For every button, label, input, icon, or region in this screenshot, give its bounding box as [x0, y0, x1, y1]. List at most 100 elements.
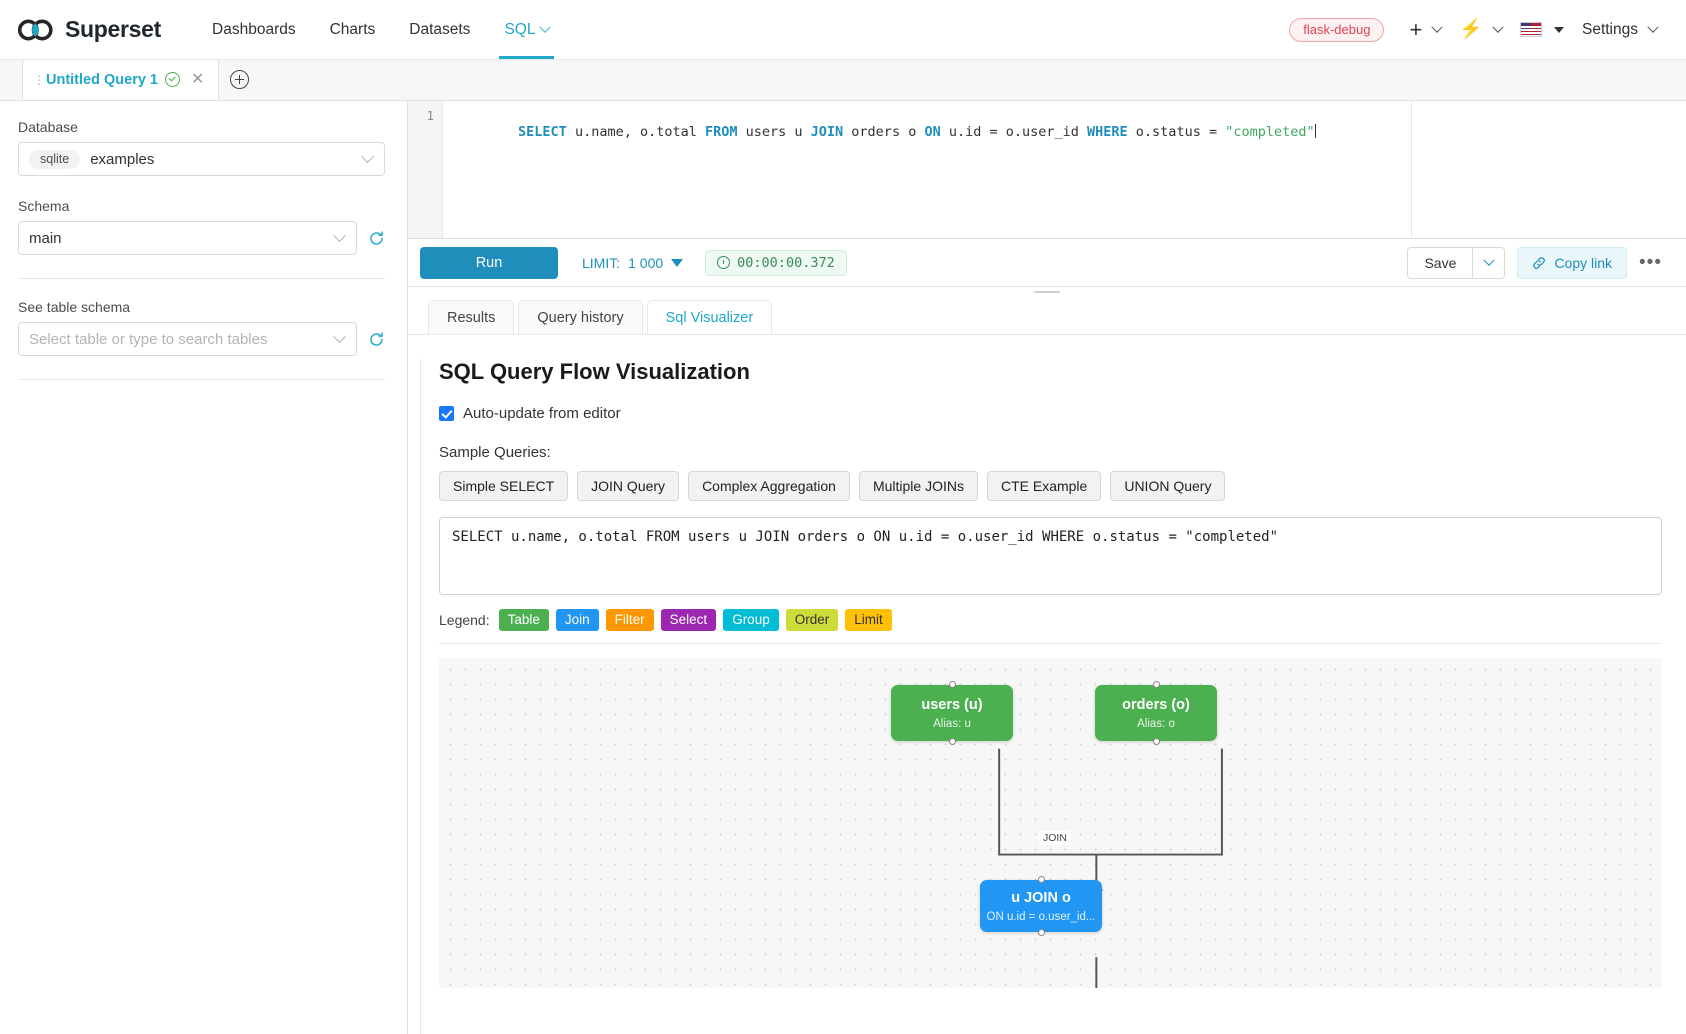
lightning-bolt-icon: ⚡ [1459, 18, 1483, 40]
settings-menu[interactable]: Settings [1575, 15, 1664, 45]
result-tabs: Results Query history Sql Visualizer [408, 296, 1686, 334]
database-select[interactable]: sqlite examples [18, 142, 385, 176]
node-handle-bottom[interactable] [1152, 738, 1160, 745]
nav-label: SQL [504, 20, 536, 38]
code-token: ON [924, 124, 941, 140]
check-circle-icon [165, 72, 180, 87]
query-tab-untitled-query-1[interactable]: ⋮ Untitled Query 1 ✕ [22, 59, 220, 100]
close-icon[interactable]: ✕ [191, 70, 205, 88]
legend-chip-limit: Limit [845, 609, 892, 631]
body-split: Database sqlite examples Schema main See… [0, 101, 1686, 1034]
run-button[interactable]: Run [420, 246, 558, 279]
schema-select[interactable]: main [18, 221, 357, 255]
code-token: users u [737, 124, 811, 140]
superset-brand[interactable]: Superset [18, 0, 195, 59]
limit-value: 1 000 [628, 254, 664, 271]
flow-node-title: u JOIN o [1011, 889, 1071, 906]
ellipsis-icon[interactable]: ••• [1639, 251, 1662, 273]
triangle-down-icon [671, 258, 684, 267]
legend-divider [439, 643, 1662, 644]
right-pane: 1 SELECT u.name, o.total FROM users u JO… [408, 101, 1686, 1034]
legend-chip-join: Join [555, 609, 599, 631]
sample-query-button-2[interactable]: Complex Aggregation [688, 471, 850, 501]
limit-dropdown[interactable]: LIMIT: 1 000 [582, 254, 684, 271]
navbar-right: flask-debug + ⚡ Settings [1289, 0, 1664, 59]
refresh-icon[interactable] [368, 331, 385, 348]
us-flag-icon [1519, 22, 1542, 37]
code-token: JOIN [810, 124, 844, 140]
settings-label: Settings [1581, 20, 1638, 38]
link-icon [1533, 256, 1546, 269]
table-schema-label: See table schema [18, 299, 131, 315]
node-handle-top[interactable] [948, 681, 956, 688]
nav-link-datasets[interactable]: Datasets [392, 0, 487, 59]
sql-input-textarea[interactable] [439, 517, 1662, 595]
legend-chip-order: Order [785, 609, 839, 631]
sql-editor[interactable]: 1 SELECT u.name, o.total FROM users u JO… [408, 101, 1686, 239]
text-cursor [1314, 124, 1316, 138]
query-timer: 00:00:00.372 [705, 249, 847, 276]
refresh-icon[interactable] [368, 230, 385, 247]
sample-query-button-1[interactable]: JOIN Query [577, 471, 680, 501]
visualizer-content: SQL Query Flow Visualization Auto-update… [439, 359, 1662, 1034]
save-dropdown-button[interactable] [1473, 246, 1506, 279]
query-tab-strip: ⋮ Untitled Query 1 ✕ [0, 59, 1686, 101]
timer-value: 00:00:00.372 [737, 254, 835, 271]
table-select[interactable]: Select table or type to search tables [18, 322, 357, 356]
chevron-down-icon [1431, 21, 1443, 33]
code-token: u.name, o.total [566, 124, 705, 140]
panel-left-rule [420, 359, 421, 1034]
schema-value: main [29, 229, 62, 247]
top-navbar: Superset Dashboards Charts Datasets SQL … [0, 0, 1686, 60]
editor-toolbar: Run LIMIT: 1 000 00:00:00.372 Save [408, 239, 1686, 287]
flow-edges [998, 748, 1223, 988]
node-handle-bottom[interactable] [1037, 929, 1045, 936]
language-picker[interactable] [1513, 16, 1571, 43]
limit-label: LIMIT: [582, 254, 621, 271]
nav-link-sql[interactable]: SQL [487, 0, 566, 59]
node-handle-top[interactable] [1037, 876, 1045, 883]
sample-query-button-5[interactable]: UNION Query [1110, 471, 1226, 501]
bolt-menu-button[interactable]: ⚡ [1452, 16, 1509, 44]
tab-label: Query history [537, 309, 624, 326]
sample-query-buttons: Simple SELECT JOIN Query Complex Aggregati… [439, 471, 1662, 501]
node-handle-top[interactable] [1152, 681, 1160, 688]
auto-update-label: Auto-update from editor [463, 405, 621, 422]
chevron-down-icon [539, 21, 552, 33]
tab-results[interactable]: Results [428, 300, 515, 334]
legend-chip-group: Group [723, 609, 779, 631]
sample-query-button-3[interactable]: Multiple JOINs [858, 471, 978, 501]
auto-update-row[interactable]: Auto-update from editor [439, 405, 1662, 422]
copy-link-button[interactable]: Copy link [1517, 246, 1628, 279]
query-flow-canvas[interactable]: users (u)Alias: u orders (o)Alias: o u JOI… [439, 658, 1662, 988]
nav-link-charts[interactable]: Charts [313, 0, 393, 59]
add-query-tab-button[interactable] [219, 59, 259, 100]
debug-badge: flask-debug [1289, 17, 1385, 42]
auto-update-checkbox[interactable] [439, 406, 454, 421]
save-button[interactable]: Save [1407, 246, 1474, 279]
add-tab-icon [229, 70, 249, 89]
flow-node-subtitle: Alias: u [933, 717, 971, 730]
copy-link-label: Copy link [1554, 254, 1613, 271]
nav-link-dashboards[interactable]: Dashboards [195, 0, 313, 59]
edge-label-join: JOIN [1039, 831, 1071, 845]
pane-resize-handle[interactable] [408, 287, 1686, 296]
drag-dots-icon[interactable]: ⋮ [33, 72, 45, 87]
table-schema-row: Select table or type to search tables [18, 322, 385, 356]
new-menu-button[interactable]: + [1402, 16, 1448, 44]
sample-query-button-0[interactable]: Simple SELECT [439, 471, 569, 501]
flow-node-orders[interactable]: orders (o)Alias: o [1095, 681, 1217, 745]
flow-node-users[interactable]: users (u)Alias: u [891, 681, 1013, 745]
node-handle-bottom[interactable] [948, 738, 956, 745]
sample-query-button-4[interactable]: CTE Example [986, 471, 1102, 501]
left-sidebar: Database sqlite examples Schema main See… [0, 101, 408, 1034]
editor-code[interactable]: SELECT u.name, o.total FROM users u JOIN… [443, 101, 1686, 238]
code-token: o.status = [1127, 124, 1226, 140]
tab-query-history[interactable]: Query history [518, 300, 643, 334]
tab-sql-visualizer[interactable]: Sql Visualizer [646, 300, 773, 334]
page-title: SQL Query Flow Visualization [439, 359, 750, 384]
spacer [18, 176, 385, 198]
